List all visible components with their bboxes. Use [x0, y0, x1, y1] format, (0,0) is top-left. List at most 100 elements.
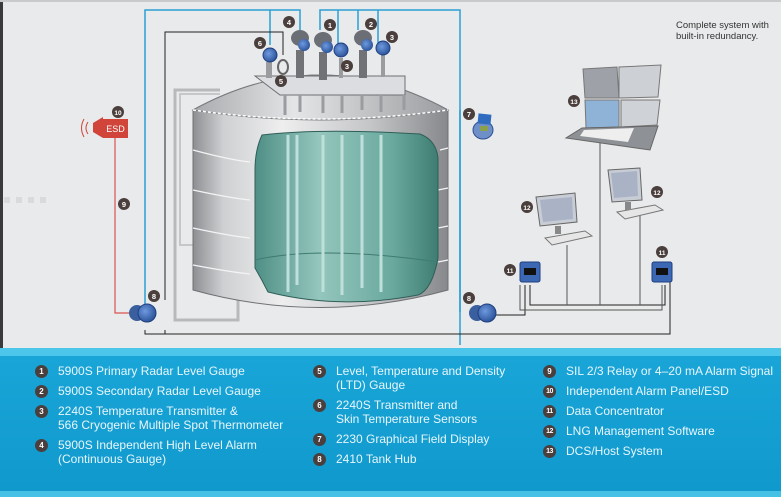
legend-item: 7 2230 Graphical Field Display	[313, 432, 505, 446]
svg-text:8: 8	[467, 294, 471, 303]
legend-number-badge: 1	[35, 365, 48, 378]
legend-label-line: Data Concentrator	[566, 404, 665, 418]
legend-label-line: (LTD) Gauge	[336, 378, 406, 392]
svg-text:6: 6	[258, 39, 262, 48]
legend-label-line: 2240S Transmitter and	[336, 398, 458, 412]
callout-11a: 11	[504, 264, 516, 276]
carousel-dots	[4, 190, 52, 208]
callout-3: 3	[386, 31, 398, 43]
data-concentrator-left-icon	[519, 261, 541, 283]
caption: Complete system with built-in redundancy…	[676, 20, 776, 42]
workstation-left-icon	[535, 192, 594, 246]
legend-item: 1 5900S Primary Radar Level Gauge	[35, 364, 283, 378]
signal-lines	[144, 9, 461, 345]
high-level-alarm-4-icon	[291, 30, 310, 78]
legend-item: 8 2410 Tank Hub	[313, 452, 505, 466]
workstation-right-icon	[607, 167, 665, 220]
callout-11b: 11	[656, 246, 668, 258]
left-edge	[0, 0, 3, 497]
legend-item: 12 LNG Management Software	[543, 424, 773, 438]
legend-label-line: Independent Alarm Panel/ESD	[566, 384, 729, 398]
legend-number-badge: 12	[543, 425, 556, 438]
svg-text:3: 3	[345, 62, 349, 71]
legend-number-badge: 7	[313, 433, 326, 446]
legend-label: 2240S Temperature Transmitter &566 Cryog…	[58, 404, 283, 432]
legend-item: 3 2240S Temperature Transmitter &566 Cryo…	[35, 404, 283, 432]
callout-9: 9	[118, 198, 130, 210]
secondary-radar-gauge-2-icon	[354, 30, 373, 78]
callout-12a: 12	[521, 201, 533, 213]
legend-item: 9 SIL 2/3 Relay or 4–20 mA Alarm Signal	[543, 364, 773, 378]
temperature-transmitter-3b-icon	[375, 40, 391, 77]
tank-hub-left-icon	[129, 303, 157, 323]
legend-number-badge: 4	[35, 439, 48, 452]
callout-5: 5	[275, 75, 287, 87]
caption-line-2: built-in redundancy.	[676, 31, 759, 42]
top-edge	[0, 0, 781, 2]
legend-label-line: 5900S Primary Radar Level Gauge	[58, 364, 245, 378]
svg-text:5: 5	[279, 77, 283, 86]
caption-line-1: Complete system with	[676, 20, 769, 31]
callout-13: 13	[568, 95, 580, 107]
field-display-icon	[472, 113, 494, 140]
legend-label-line: 5900S Secondary Radar Level Gauge	[58, 384, 261, 398]
legend-item: 2 5900S Secondary Radar Level Gauge	[35, 384, 283, 398]
legend-label: 2410 Tank Hub	[336, 452, 417, 466]
legend-label-line: DCS/Host System	[566, 444, 663, 458]
legend-panel: 1 5900S Primary Radar Level Gauge 2 5900S S…	[0, 348, 781, 497]
legend-label-line: SIL 2/3 Relay or 4–20 mA Alarm Signal	[566, 364, 773, 378]
svg-text:11: 11	[659, 250, 666, 257]
legend-number-badge: 8	[313, 453, 326, 466]
legend-label: Independent Alarm Panel/ESD	[566, 384, 729, 398]
svg-text:12: 12	[523, 205, 531, 212]
svg-text:7: 7	[467, 110, 471, 119]
svg-text:12: 12	[653, 190, 661, 197]
legend-number-badge: 9	[543, 365, 556, 378]
legend-label-line: 5900S Independent High Level Alarm	[58, 438, 257, 452]
temperature-transmitter-3-icon	[333, 42, 349, 78]
legend-number-badge: 13	[543, 445, 556, 458]
bus-wiring	[144, 31, 671, 335]
callout-4: 4	[283, 16, 295, 28]
svg-text:1: 1	[328, 21, 332, 30]
legend-number-badge: 11	[543, 405, 556, 418]
legend-item: 4 5900S Independent High Level Alarm(Cont…	[35, 438, 283, 466]
legend-label-line: 2410 Tank Hub	[336, 452, 417, 466]
legend-number-badge: 3	[35, 405, 48, 418]
tank-hub-right-icon	[469, 303, 497, 323]
legend-label-line: LNG Management Software	[566, 424, 715, 438]
legend-column-1: 1 5900S Primary Radar Level Gauge 2 5900S S…	[35, 364, 283, 472]
callout-1: 1	[324, 19, 336, 31]
callout-12b: 12	[651, 186, 663, 198]
legend-number-badge: 5	[313, 365, 326, 378]
callout-8b: 8	[463, 292, 475, 304]
legend-number-badge: 2	[35, 385, 48, 398]
dcs-host-icon	[564, 64, 662, 151]
legend-label: SIL 2/3 Relay or 4–20 mA Alarm Signal	[566, 364, 773, 378]
svg-text:10: 10	[114, 110, 122, 117]
legend-column-3: 9 SIL 2/3 Relay or 4–20 mA Alarm Signal 10…	[543, 364, 773, 464]
data-concentrator-right-icon	[651, 261, 673, 283]
legend-column-2: 5 Level, Temperature and Density(LTD) Gau…	[313, 364, 505, 472]
legend-label-line: 2240S Temperature Transmitter &	[58, 404, 238, 418]
svg-text:11: 11	[507, 268, 514, 275]
esd-label: ESD	[106, 124, 125, 134]
callout-6: 6	[254, 37, 266, 49]
legend-label: DCS/Host System	[566, 444, 663, 458]
legend-number-badge: 10	[543, 385, 556, 398]
svg-text:2: 2	[369, 20, 373, 29]
legend-label: 2230 Graphical Field Display	[336, 432, 489, 446]
legend-label: Level, Temperature and Density(LTD) Gaug…	[336, 364, 505, 392]
svg-text:9: 9	[122, 200, 126, 209]
callout-8a: 8	[148, 290, 160, 302]
legend-number-badge: 6	[313, 399, 326, 412]
callout-7: 7	[463, 108, 475, 120]
legend-label-line: (Continuous Gauge)	[58, 452, 167, 466]
skin-sensor-cable	[173, 88, 240, 322]
legend-label: 5900S Independent High Level Alarm(Conti…	[58, 438, 257, 466]
network-lines	[519, 135, 663, 311]
svg-text:8: 8	[152, 292, 156, 301]
legend-label: LNG Management Software	[566, 424, 715, 438]
ltd-gauge-5-icon	[277, 59, 289, 75]
